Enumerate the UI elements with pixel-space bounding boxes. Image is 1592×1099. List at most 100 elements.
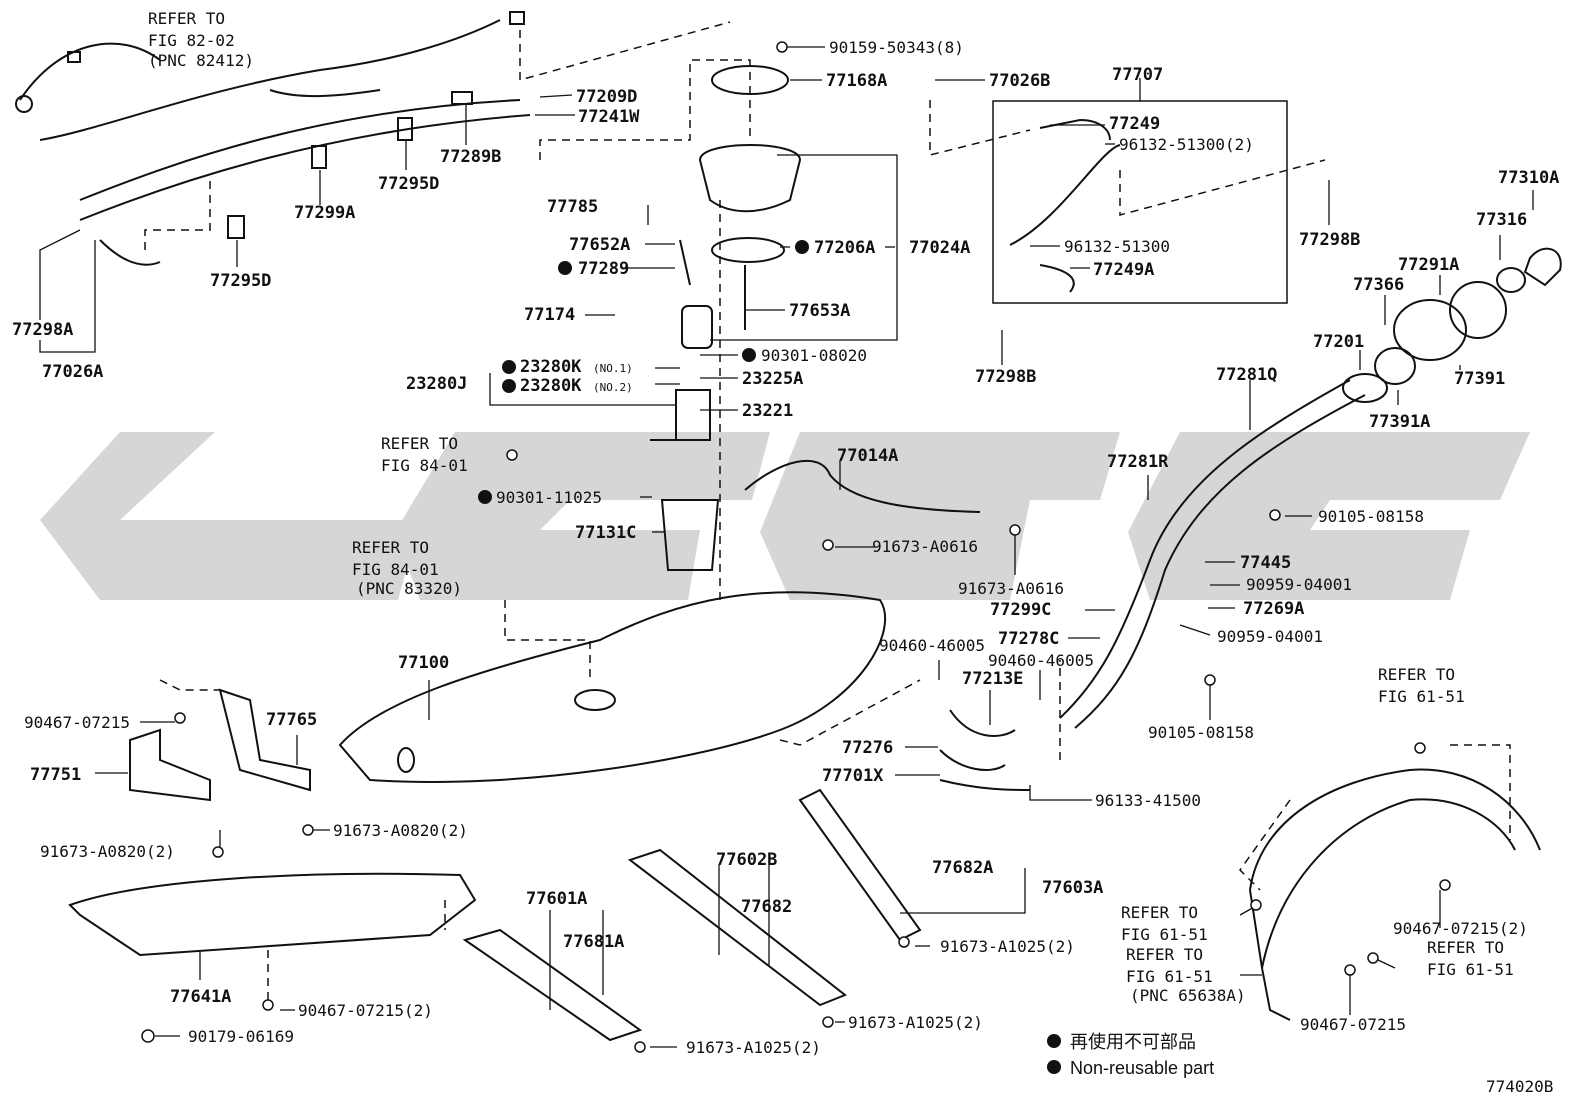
ref-fig61c-line2: FIG 61-51 <box>1126 967 1213 986</box>
label-90467-07215-2-a: 90467-07215(2) <box>1393 919 1528 938</box>
label-77681A: 77681A <box>563 932 624 952</box>
label-77316: 77316 <box>1476 210 1527 230</box>
label-77291A: 77291A <box>1398 255 1459 275</box>
ref-fig82-line3: (PNC 82412) <box>148 51 254 70</box>
label-91673-A0616-b: 91673-A0616 <box>958 579 1064 598</box>
label-77281Q: 77281Q <box>1216 365 1277 385</box>
ref-fig61a-line2: FIG 61-51 <box>1378 687 1465 706</box>
label-77209D: 77209D <box>576 87 637 107</box>
ref-fig61c-line1: REFER TO <box>1126 945 1203 964</box>
label-77310A: 77310A <box>1498 168 1559 188</box>
label-23221: 23221 <box>742 401 793 421</box>
label-90460-46005-a: 90460-46005 <box>879 636 985 655</box>
part-labels: 90159-50343(8) 77168A 77026B 77707 77209… <box>12 38 1559 1057</box>
label-no2: (NO.2) <box>593 381 633 394</box>
label-77751: 77751 <box>30 765 81 785</box>
label-90467-07215-2-b: 90467-07215(2) <box>298 1001 433 1020</box>
label-77298A: 77298A <box>12 320 73 340</box>
label-77366: 77366 <box>1353 275 1404 295</box>
label-23225A: 23225A <box>742 369 803 389</box>
ref-fig84b-line3: (PNC 83320) <box>356 579 462 598</box>
label-77707: 77707 <box>1112 65 1163 85</box>
label-96133-41500: 96133-41500 <box>1095 791 1201 810</box>
label-77281R: 77281R <box>1107 452 1169 472</box>
ref-fig84b-line2: FIG 84-01 <box>352 560 439 579</box>
label-77206A: 77206A <box>814 238 875 258</box>
label-77241W: 77241W <box>578 107 640 127</box>
label-90959-04001-b: 90959-04001 <box>1217 627 1323 646</box>
label-77289: 77289 <box>578 259 629 279</box>
label-90105-08158-a: 90105-08158 <box>1318 507 1424 526</box>
label-no1: (NO.1) <box>593 362 633 375</box>
ref-fig84a-line1: REFER TO <box>381 434 458 453</box>
label-77295D-a: 77295D <box>378 174 439 194</box>
label-77026A: 77026A <box>42 362 103 382</box>
label-23280K-no1: 23280K <box>520 357 582 377</box>
label-77299C: 77299C <box>990 600 1051 620</box>
label-90301-08020: 90301-08020 <box>761 346 867 365</box>
ref-fig82-line2: FIG 82-02 <box>148 31 235 50</box>
label-77168A: 77168A <box>826 71 887 91</box>
label-77269A: 77269A <box>1243 599 1304 619</box>
label-77249A: 77249A <box>1093 260 1154 280</box>
label-77391: 77391 <box>1454 369 1505 389</box>
label-77249: 77249 <box>1109 114 1160 134</box>
label-77765: 77765 <box>266 710 317 730</box>
label-77701X: 77701X <box>822 766 884 786</box>
label-77445: 77445 <box>1240 553 1291 573</box>
label-77276: 77276 <box>842 738 893 758</box>
ref-fig61d-line1: REFER TO <box>1427 938 1504 957</box>
line-art <box>15 11 1562 1042</box>
label-77641A: 77641A <box>170 987 231 1007</box>
label-77299A: 77299A <box>294 203 355 223</box>
label-77391A: 77391A <box>1369 412 1430 432</box>
ref-fig61d-line2: FIG 61-51 <box>1427 960 1514 979</box>
label-96132-51300: 96132-51300 <box>1064 237 1170 256</box>
label-77024A: 77024A <box>909 238 970 258</box>
legend-japanese: 再使用不可部品 <box>1070 1032 1196 1052</box>
ref-fig61a-line1: REFER TO <box>1378 665 1455 684</box>
label-77653A: 77653A <box>789 301 850 321</box>
label-90159-50343: 90159-50343(8) <box>829 38 964 57</box>
label-77785: 77785 <box>547 197 598 217</box>
label-77213E: 77213E <box>962 669 1023 689</box>
label-77603A: 77603A <box>1042 878 1103 898</box>
ref-fig61b-line1: REFER TO <box>1121 903 1198 922</box>
label-77602B: 77602B <box>716 850 777 870</box>
label-77682A: 77682A <box>932 858 993 878</box>
watermark-logo <box>40 432 1530 600</box>
label-77131C: 77131C <box>575 523 636 543</box>
label-90467-07215-b: 90467-07215 <box>1300 1015 1406 1034</box>
diagram-code: 774020B <box>1486 1077 1553 1096</box>
label-91673-A1025-a: 91673-A1025(2) <box>940 937 1075 956</box>
label-77100: 77100 <box>398 653 449 673</box>
ref-fig84a-line2: FIG 84-01 <box>381 456 468 475</box>
label-90467-07215-a: 90467-07215 <box>24 713 130 732</box>
legend-english: Non-reusable part <box>1070 1058 1214 1078</box>
ref-fig84b-line1: REFER TO <box>352 538 429 557</box>
label-96132-51300-2: 96132-51300(2) <box>1119 135 1254 154</box>
label-77295D-b: 77295D <box>210 271 271 291</box>
non-reusable-bullets <box>478 240 1061 1074</box>
label-77289B: 77289B <box>440 147 501 167</box>
label-77298B-a: 77298B <box>1299 230 1360 250</box>
legend: 再使用不可部品 Non-reusable part <box>1070 1032 1214 1078</box>
label-23280J: 23280J <box>406 374 467 394</box>
label-91673-A1025-b: 91673-A1025(2) <box>848 1013 983 1032</box>
fastener-markers <box>141 41 1451 1053</box>
label-90301-11025: 90301-11025 <box>496 488 602 507</box>
label-77201: 77201 <box>1313 332 1364 352</box>
ref-fig61b-line2: FIG 61-51 <box>1121 925 1208 944</box>
label-77652A: 77652A <box>569 235 630 255</box>
label-91673-A0820-b: 91673-A0820(2) <box>333 821 468 840</box>
label-90959-04001-a: 90959-04001 <box>1246 575 1352 594</box>
label-77174: 77174 <box>524 305 575 325</box>
label-90460-46005-b: 90460-46005 <box>988 651 1094 670</box>
refer-blocks: REFER TO FIG 82-02 (PNC 82412) REFER TO … <box>148 9 1514 1005</box>
label-90179-06169: 90179-06169 <box>188 1027 294 1046</box>
label-91673-A1025-c: 91673-A1025(2) <box>686 1038 821 1057</box>
label-90105-08158-b: 90105-08158 <box>1148 723 1254 742</box>
label-77682: 77682 <box>741 897 792 917</box>
label-77278C: 77278C <box>998 629 1059 649</box>
